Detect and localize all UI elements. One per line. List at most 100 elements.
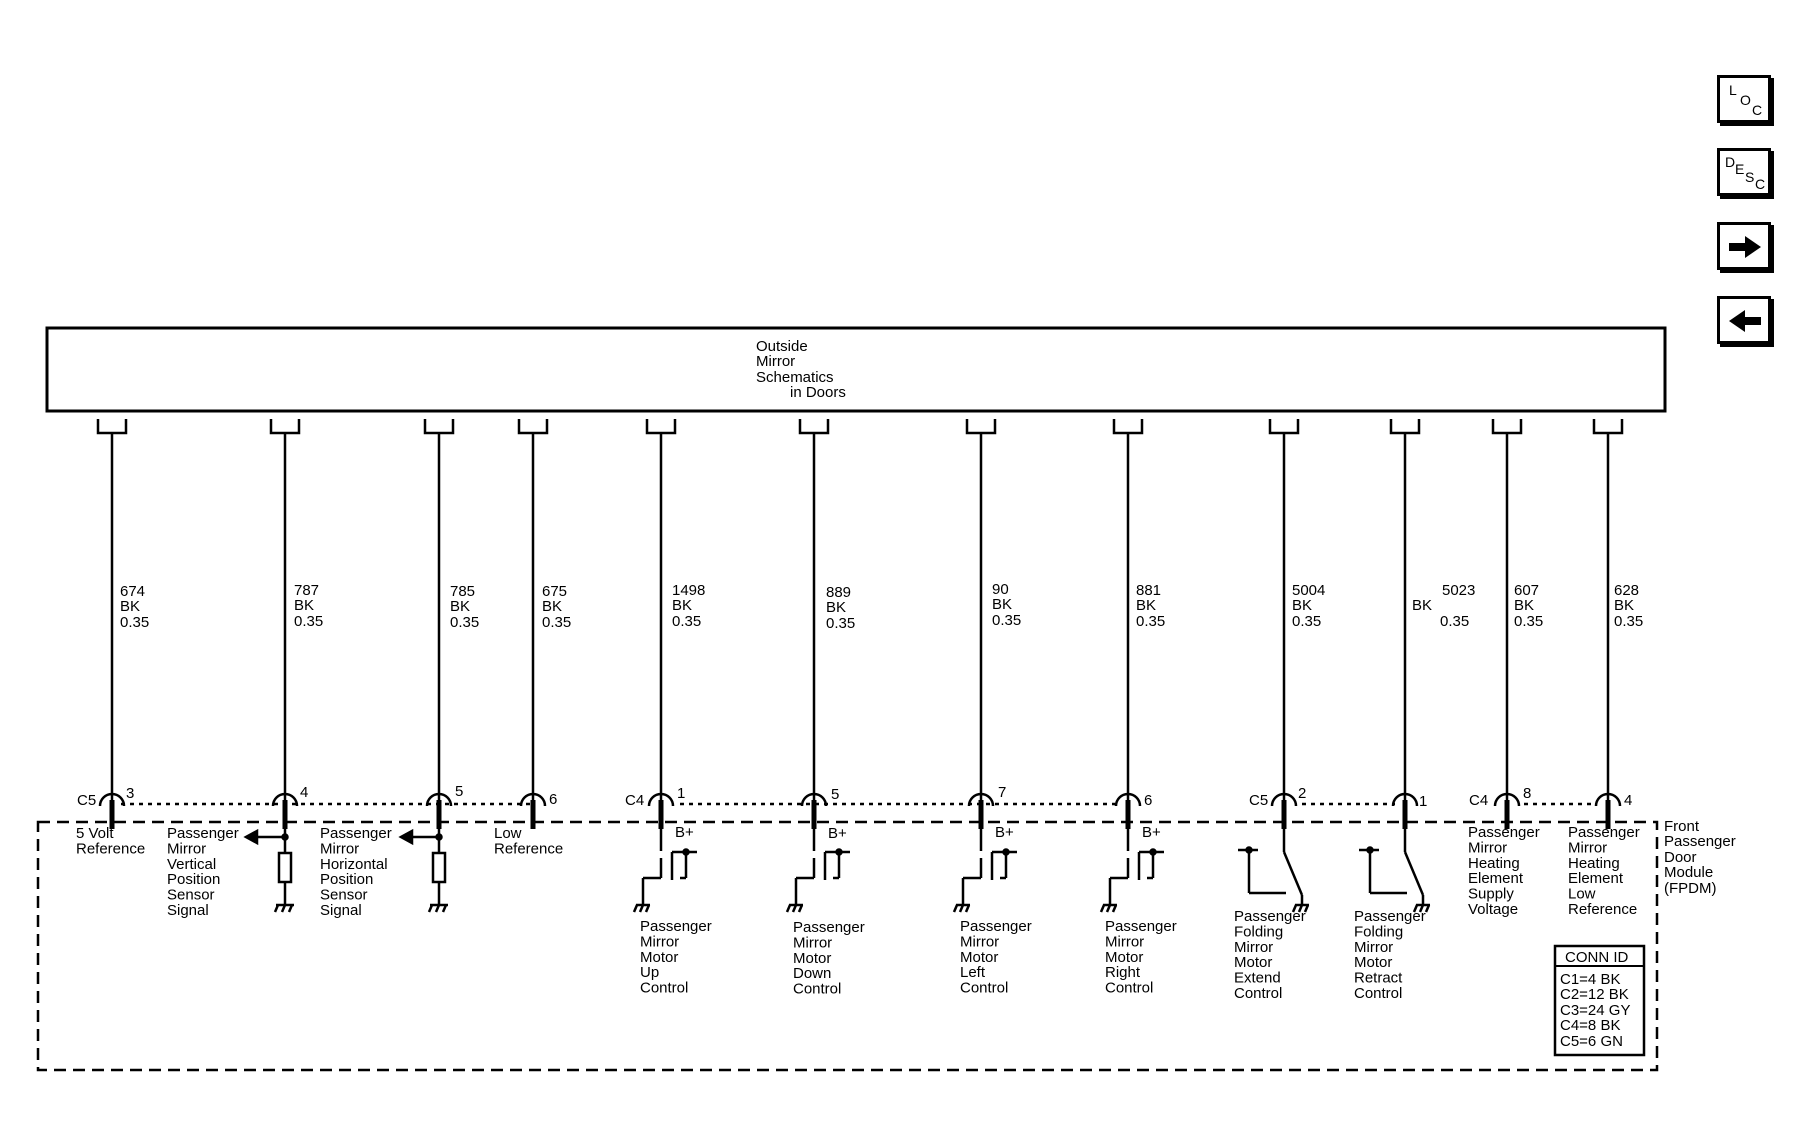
wire-circuit-label: 785	[450, 583, 475, 600]
wire[interactable]	[423, 419, 455, 829]
conn-id-row: C5=6 GN	[1560, 1033, 1623, 1050]
wire[interactable]	[645, 419, 677, 829]
top-connector-bracket	[517, 419, 549, 435]
top-connector-bracket	[1389, 419, 1421, 435]
function-label-line: Signal	[167, 902, 209, 919]
function-label-line: Extend	[1234, 970, 1281, 987]
function-label-line: Heating	[1568, 855, 1620, 872]
function-label-line: Mirror	[1105, 933, 1144, 950]
bottom-terminal-arc	[1594, 792, 1622, 807]
function-label-line: Heating	[1468, 855, 1520, 872]
wire-color-label: BK	[450, 598, 470, 615]
module-box-line: Outside	[756, 338, 808, 355]
function-label: PassengerMirrorHeatingElementSupplyVolta…	[1468, 824, 1540, 918]
loc-letter: O	[1740, 92, 1751, 108]
desc-letter: D	[1725, 154, 1736, 170]
function-label-line: Passenger	[1234, 908, 1306, 925]
function-label: PassengerMirrorVerticalPositionSensorSig…	[167, 825, 239, 919]
function-label-line: Control	[1234, 985, 1282, 1002]
function-label-line: Supply	[1468, 886, 1514, 903]
top-connector-bracket	[269, 419, 301, 435]
top-connector-bracket	[645, 419, 677, 435]
pin-number-label: 6	[549, 791, 557, 808]
motor-right-switch-symbol	[1099, 829, 1164, 913]
wire[interactable]	[1112, 419, 1144, 829]
top-connector-bracket	[1112, 419, 1144, 435]
top-connector-bracket	[798, 419, 830, 435]
function-label-line: Mirror	[1568, 839, 1607, 856]
right-arrow-icon	[1729, 236, 1761, 258]
left-arrow-icon	[1729, 310, 1761, 332]
fpdm-label-line: Front	[1664, 818, 1700, 835]
desc-letter: S	[1745, 169, 1755, 185]
b-plus-label: B+	[675, 824, 694, 841]
bottom-terminal-arc	[98, 792, 126, 807]
function-label: PassengerMirrorHorizontalPositionSensorS…	[320, 825, 392, 919]
function-label-line: Mirror	[320, 840, 359, 857]
next-arrow-button[interactable]	[1717, 222, 1771, 270]
wires-layer	[96, 419, 1624, 829]
wire-circuit-label: 1498	[672, 582, 705, 599]
connector-pin-labels: C5 3 4 5 6 C4 1 5 7 6 C5 2 1 C4 8 4	[77, 783, 1632, 810]
b-plus-label: B+	[995, 824, 1014, 841]
wire[interactable]	[965, 419, 997, 829]
bottom-terminal-arc	[1270, 792, 1298, 807]
fpdm-label-line: Passenger	[1664, 833, 1736, 850]
outside-mirror-schematics-box[interactable]: Outside Mirror Schematics in Doors	[45, 326, 1667, 413]
bottom-terminal-arc	[647, 792, 675, 807]
fpdm-label-line: Door	[1664, 849, 1697, 866]
wire-size-label: 0.35	[294, 613, 323, 630]
wire-size-label: 0.35	[1514, 613, 1543, 630]
wire[interactable]	[517, 419, 549, 829]
wire[interactable]	[269, 419, 301, 829]
wire[interactable]	[798, 419, 830, 829]
back-arrow-button[interactable]	[1717, 296, 1771, 344]
function-label-line: Passenger	[1354, 908, 1426, 925]
conn-id-title: CONN ID	[1565, 949, 1629, 966]
wire[interactable]	[1491, 419, 1523, 829]
bottom-terminal-arc	[1114, 792, 1142, 807]
function-label-line: Signal	[320, 902, 362, 919]
wire-color-label: BK	[1136, 597, 1156, 614]
bottom-terminal-arc	[967, 792, 995, 807]
wire[interactable]	[1268, 419, 1300, 829]
function-label-line: Element	[1568, 870, 1624, 887]
function-label-line: Motor	[960, 949, 998, 966]
loc-button[interactable]: L O C	[1717, 75, 1771, 123]
desc-letter: C	[1755, 176, 1766, 192]
desc-button[interactable]: D E S C	[1717, 148, 1771, 196]
wire-size-label: 0.35	[450, 614, 479, 631]
top-connector-bracket	[965, 419, 997, 435]
function-label-line: Passenger	[640, 918, 712, 935]
function-label-line: Low	[494, 825, 522, 842]
function-label-line: Up	[640, 964, 659, 981]
function-label-line: Sensor	[320, 887, 368, 904]
function-label-line: Position	[167, 871, 220, 888]
bottom-terminal-arc	[1391, 792, 1419, 807]
motor-down-switch-symbol	[785, 829, 850, 913]
fpdm-module-box[interactable]	[36, 820, 1659, 1072]
connector-id-label: C4	[625, 792, 644, 809]
wire-size-label: 0.35	[1292, 613, 1321, 630]
wire-size-label: 0.35	[1440, 613, 1469, 630]
top-connector-bracket	[1491, 419, 1523, 435]
pin-number-label: 7	[998, 784, 1006, 801]
wire-circuit-label: 675	[542, 583, 567, 600]
top-connector-bracket	[423, 419, 455, 435]
folding-extend-relay-symbol	[1238, 829, 1310, 913]
wire[interactable]	[1592, 419, 1624, 829]
wire-color-label: BK	[1614, 597, 1634, 614]
wire-color-label: BK	[672, 597, 692, 614]
function-label-line: Passenger	[793, 919, 865, 936]
wire-color-label: BK	[1412, 597, 1432, 614]
function-label-line: Passenger	[960, 918, 1032, 935]
wire[interactable]	[1389, 419, 1421, 829]
loc-letter: L	[1729, 82, 1737, 98]
wire[interactable]	[96, 419, 128, 829]
wire-circuit-label: 607	[1514, 582, 1539, 599]
function-label-line: Motor	[1105, 949, 1143, 966]
